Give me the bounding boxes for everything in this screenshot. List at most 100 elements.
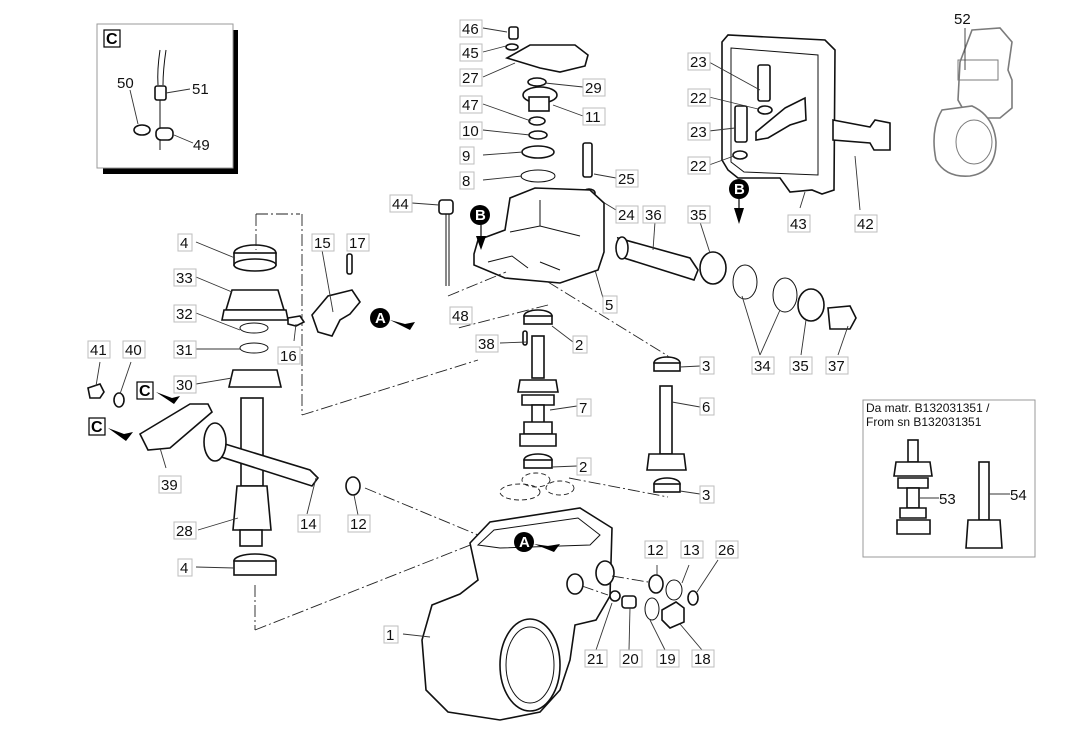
seal-disk xyxy=(203,422,227,462)
callout-box xyxy=(122,340,146,359)
callout-box xyxy=(173,521,197,540)
callout-number: 18 xyxy=(694,651,711,668)
callout-number: 20 xyxy=(622,651,639,668)
callout-12a: 12 xyxy=(347,514,371,533)
callout-35a: 35 xyxy=(687,205,711,224)
callout-box xyxy=(699,485,715,504)
callout-number: 28 xyxy=(176,523,193,540)
callout-22b: 22 xyxy=(687,156,711,175)
bushing-37 xyxy=(827,305,857,330)
svg-text:B: B xyxy=(475,207,486,224)
callout-box xyxy=(383,625,399,644)
callout-number: 14 xyxy=(300,516,317,533)
callout-24: 24 xyxy=(615,205,639,224)
callout-number: 23 xyxy=(690,54,707,71)
callout-3a: 3 xyxy=(699,356,715,375)
callout-number: 37 xyxy=(828,358,845,375)
callout-4b: 4 xyxy=(177,558,193,577)
top-cover-stack xyxy=(482,26,589,183)
callout-box xyxy=(825,356,849,375)
callout-box xyxy=(619,649,643,668)
callout-number: 26 xyxy=(718,542,735,559)
callout-box xyxy=(687,52,711,71)
callout-number: 33 xyxy=(176,270,193,287)
callout-number: 7 xyxy=(579,400,587,417)
callout-box xyxy=(572,335,588,354)
callout-box xyxy=(854,214,878,233)
callout-8: 8 xyxy=(459,171,475,190)
callout-box xyxy=(602,295,618,314)
callout-37: 37 xyxy=(825,356,849,375)
callout-box xyxy=(449,306,473,325)
callout-22a: 22 xyxy=(687,88,711,107)
screw-41 xyxy=(87,383,105,399)
svg-text:B: B xyxy=(734,181,745,198)
callout-box xyxy=(691,649,715,668)
callout-number: 2 xyxy=(579,459,587,476)
callout-45: 45 xyxy=(459,43,483,62)
inset-callout-53: 53 xyxy=(939,491,956,508)
callout-number: 41 xyxy=(90,342,107,359)
callout-box xyxy=(173,375,197,394)
washer-22-upper xyxy=(757,105,773,115)
bolt-23-lower xyxy=(734,105,748,143)
callout-number: 24 xyxy=(618,207,635,224)
callout-number: 40 xyxy=(125,342,142,359)
callout-16: 16 xyxy=(277,346,301,365)
dipstick-44 xyxy=(411,199,454,286)
output-shaft-group xyxy=(615,221,857,356)
callout-9: 9 xyxy=(459,146,475,165)
worm-28 xyxy=(232,485,272,531)
callout-box xyxy=(389,194,413,213)
callout-number: 25 xyxy=(618,171,635,188)
callout-box xyxy=(615,169,639,188)
callout-13: 13 xyxy=(680,540,704,559)
callout-12b: 12 xyxy=(644,540,668,559)
callout-number: 12 xyxy=(350,516,367,533)
callout-33: 33 xyxy=(173,268,197,287)
callout-box xyxy=(656,649,680,668)
countershaft-7-group xyxy=(499,309,578,469)
callout-box xyxy=(787,214,811,233)
gasket-27 xyxy=(504,44,589,73)
callout-17: 17 xyxy=(346,233,370,252)
ferrule-icon xyxy=(154,85,167,101)
callout-11: 11 xyxy=(582,107,606,126)
callout-number: 30 xyxy=(176,377,193,394)
gasket-39 xyxy=(138,403,213,451)
callout-box xyxy=(177,233,193,252)
callout-36: 36 xyxy=(642,205,666,224)
gear-33 xyxy=(224,289,286,311)
callout-number: 12 xyxy=(647,542,664,559)
callout-box xyxy=(173,268,197,287)
upper-housing-5 xyxy=(473,187,605,299)
shaft-36 xyxy=(616,236,699,281)
callout-box xyxy=(459,43,483,62)
bolt-23-upper xyxy=(757,64,771,102)
callout-box xyxy=(87,340,111,359)
callout-number: 5 xyxy=(605,297,613,314)
callout-7: 7 xyxy=(576,398,592,417)
shaft-54 xyxy=(978,461,990,521)
callout-48: 48 xyxy=(449,306,473,325)
inset-callout-52: 52 xyxy=(954,11,971,28)
callout-number: 48 xyxy=(452,308,469,325)
bearing-35-lower xyxy=(797,288,825,322)
callout-box xyxy=(615,205,639,224)
callout-4a: 4 xyxy=(177,233,193,252)
callout-box xyxy=(475,334,499,353)
shift-lever-15-group xyxy=(287,249,361,342)
lever-15 xyxy=(311,289,361,337)
complete-assembly-image xyxy=(933,27,1013,177)
callout-box xyxy=(173,340,197,359)
callout-number: 13 xyxy=(683,542,700,559)
callout-number: 9 xyxy=(462,148,470,165)
callout-box xyxy=(173,304,197,323)
inset-callout-49: 49 xyxy=(193,137,210,154)
callout-box xyxy=(582,78,606,97)
callout-number: 4 xyxy=(180,560,188,577)
callout-number: 45 xyxy=(462,45,479,62)
callout-28: 28 xyxy=(173,521,197,540)
